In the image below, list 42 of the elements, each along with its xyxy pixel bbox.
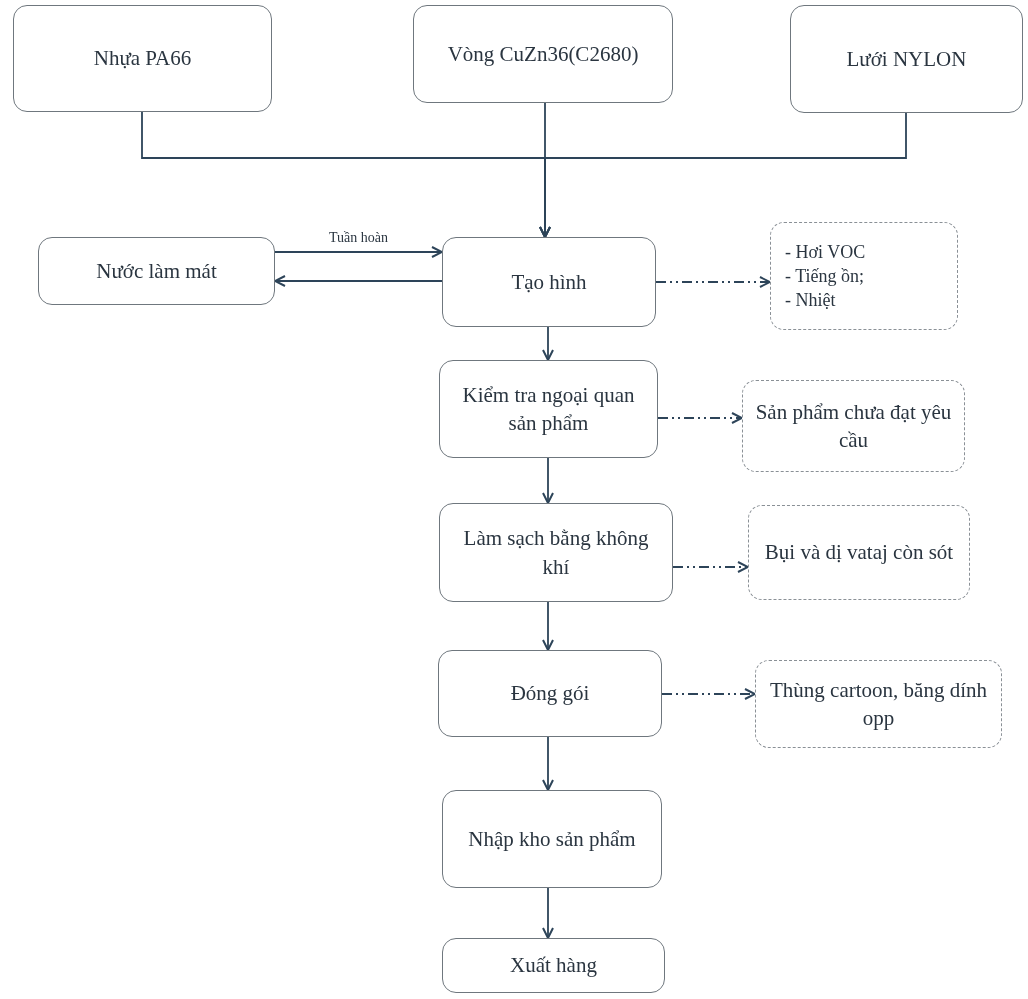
node-text: - Tiếng ồn;	[785, 264, 865, 288]
dashed-arrow	[672, 561, 749, 573]
node-text: Bụi và dị vataj còn sót	[764, 539, 954, 567]
node-text: Vòng CuZn36(C2680)	[447, 40, 639, 68]
dashed-arrow	[655, 276, 771, 288]
process-box	[442, 237, 656, 327]
node-text: Thùng cartoon, băng dính opp	[769, 676, 988, 732]
node-text: - Hơi VOC	[785, 240, 866, 264]
process-box	[438, 650, 662, 737]
arrow	[542, 457, 554, 504]
node-text: Làm sạch bằng không khí	[462, 525, 650, 581]
node-text: Sản phẩm chưa đạt yêu cầu	[754, 398, 953, 454]
arrow	[542, 736, 554, 791]
output-box	[755, 660, 1002, 748]
arrow	[542, 326, 554, 361]
node-text: Kiểm tra ngoại quan sản phẩm	[461, 381, 636, 437]
process-box	[439, 503, 673, 602]
process-box	[790, 5, 1023, 113]
arrow	[542, 887, 554, 939]
arrow	[274, 246, 443, 258]
arrow	[539, 112, 907, 238]
arrow	[542, 601, 554, 651]
node-text: Nhập kho sản phẩm	[468, 825, 636, 853]
node-text: Nước làm mát	[96, 257, 217, 285]
process-box	[442, 790, 662, 888]
dashed-arrow	[657, 412, 743, 424]
node-text: Tạo hình	[511, 268, 587, 296]
process-box	[413, 5, 673, 103]
output-box	[770, 222, 958, 330]
output-box	[742, 380, 965, 472]
node-text: Đóng gói	[510, 680, 590, 708]
output-box	[748, 505, 970, 600]
dashed-arrow	[661, 688, 756, 700]
process-box	[38, 237, 275, 305]
process-box	[13, 5, 272, 112]
node-text: Lưới NYLON	[846, 45, 967, 73]
node-text: Xuất hàng	[510, 952, 597, 980]
process-box	[439, 360, 658, 458]
arrow	[274, 275, 443, 287]
process-box	[442, 938, 665, 993]
node-text: Nhựa PA66	[93, 45, 192, 73]
node-text: - Nhiệt	[785, 289, 836, 313]
